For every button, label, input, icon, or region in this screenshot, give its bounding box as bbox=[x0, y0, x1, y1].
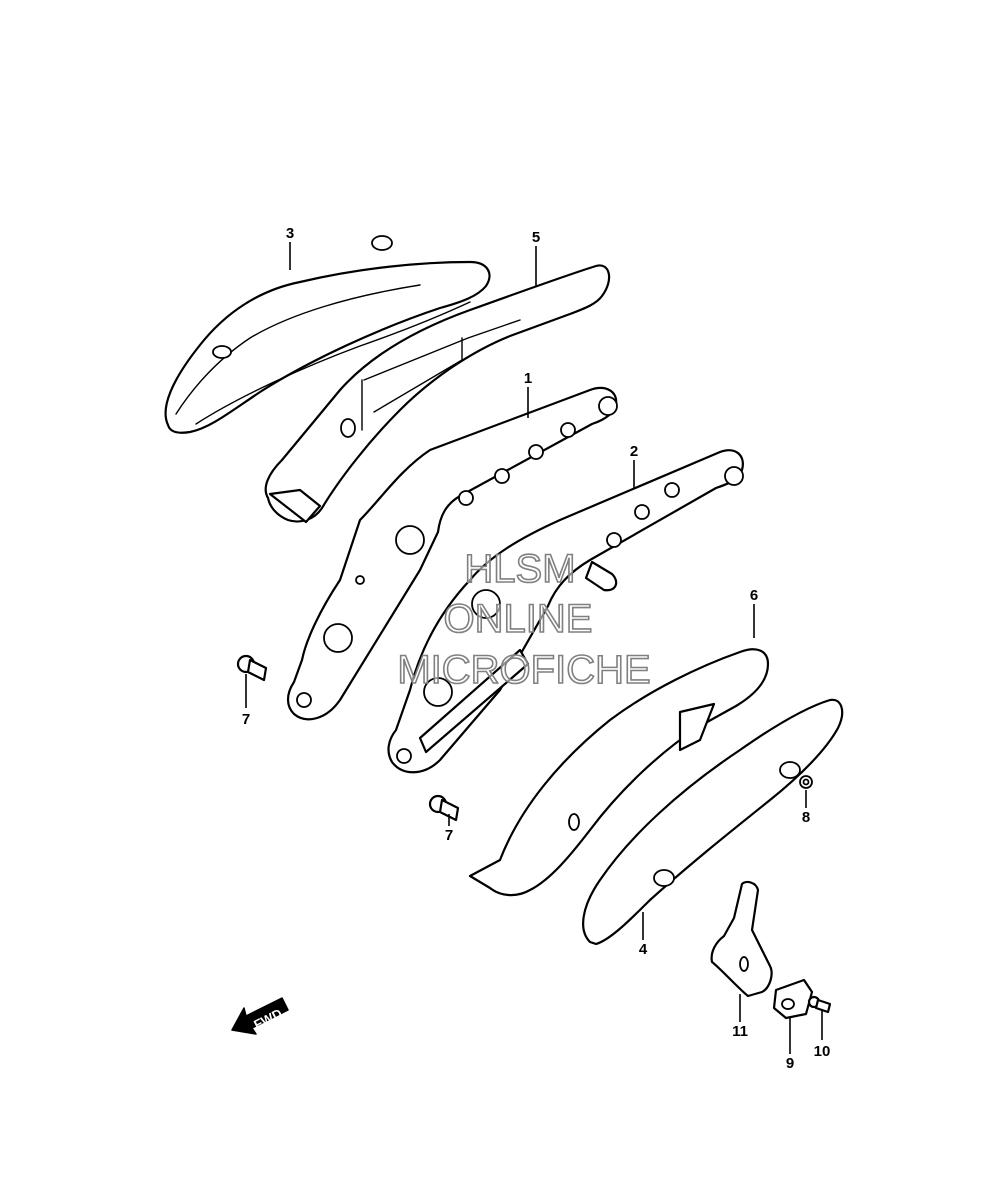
callout-8: 8 bbox=[802, 809, 810, 826]
watermark-line-2: ONLINE bbox=[444, 597, 593, 641]
callout-6: 6 bbox=[750, 587, 758, 604]
callout-3: 3 bbox=[286, 225, 294, 242]
fwd-arrow-icon: FWD bbox=[231, 997, 289, 1035]
part-11-hole bbox=[739, 956, 749, 972]
part-2-mount-hole bbox=[396, 748, 412, 764]
part-5-bolt-hole bbox=[340, 418, 356, 438]
part-2-hole-a bbox=[606, 532, 622, 548]
part-8-washer bbox=[799, 775, 813, 789]
part-6-bolt-hole bbox=[568, 813, 580, 831]
part-10-screw bbox=[807, 995, 832, 1014]
part-5-cover bbox=[264, 264, 611, 524]
part-2-hole-b bbox=[634, 504, 650, 520]
part-11-stay bbox=[710, 880, 773, 998]
part-4-bolt-hole-front bbox=[653, 869, 675, 887]
part-1-large-hole-lower bbox=[323, 623, 353, 653]
callout-2: 2 bbox=[630, 443, 638, 460]
fwd-label: FWD bbox=[251, 1006, 284, 1033]
part-3-bolt-hole-rear bbox=[371, 235, 393, 251]
part-1-mount-hole bbox=[296, 692, 312, 708]
part-2-large-hole-lower bbox=[423, 677, 453, 707]
callout-10: 10 bbox=[814, 1043, 831, 1060]
part-1-large-hole-upper bbox=[395, 525, 425, 555]
callout-5: 5 bbox=[532, 229, 540, 246]
part-4-bolt-hole-rear bbox=[779, 761, 801, 779]
part-1-hole-a bbox=[458, 490, 474, 506]
part-6-cover bbox=[468, 648, 770, 897]
watermark-line-3: MICROFICHE bbox=[397, 648, 650, 692]
part-3-cover bbox=[164, 235, 491, 434]
part-2-bracket bbox=[387, 449, 744, 774]
part-4-cover bbox=[582, 698, 844, 946]
part-7-bolt-left bbox=[236, 654, 268, 682]
part-7-bolt-center bbox=[428, 794, 460, 822]
part-3-bolt-hole-front bbox=[212, 345, 232, 359]
watermark-line-1: HLSM bbox=[464, 547, 575, 591]
part-2-large-hole-upper bbox=[471, 589, 501, 619]
watermark: HLSM ONLINE MICROFICHE bbox=[397, 546, 652, 693]
part-1-pivot-hole bbox=[598, 396, 618, 416]
part-1-hole-b bbox=[494, 468, 510, 484]
part-1-hole-c bbox=[528, 444, 544, 460]
part-1-hole-d bbox=[560, 422, 576, 438]
part-9-clamp bbox=[772, 978, 814, 1020]
part-2-pivot-hole bbox=[724, 466, 744, 486]
callout-7-center: 7 bbox=[445, 827, 453, 844]
callout-7-left: 7 bbox=[242, 711, 250, 728]
part-1-small-hole bbox=[355, 575, 365, 585]
part-1-bracket bbox=[286, 386, 618, 721]
callout-4: 4 bbox=[639, 941, 648, 958]
callout-11: 11 bbox=[732, 1023, 748, 1040]
part-2-hole-c bbox=[664, 482, 680, 498]
callout-9: 9 bbox=[786, 1055, 794, 1072]
leader-lines bbox=[245, 242, 823, 1054]
callout-1: 1 bbox=[524, 370, 532, 387]
